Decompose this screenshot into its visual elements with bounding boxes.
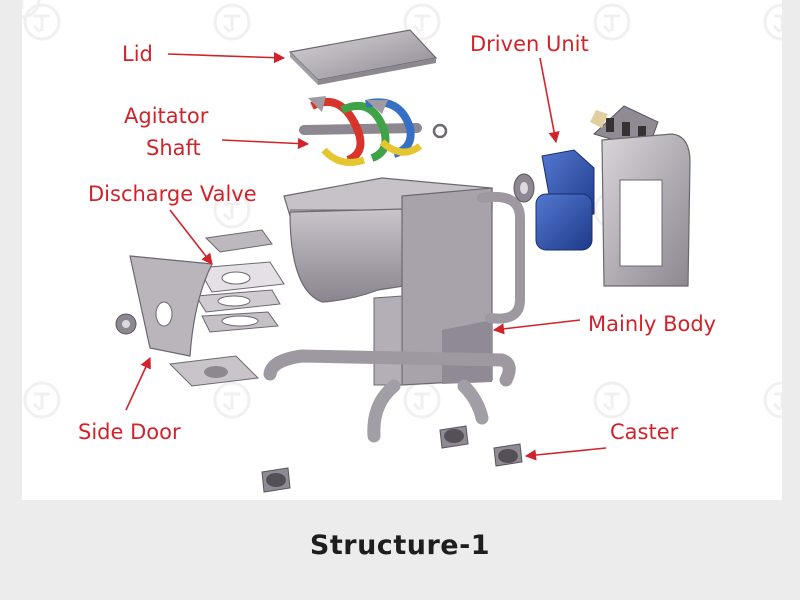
- caster-arrow: [524, 447, 607, 461]
- label-discharge-valve: Discharge Valve: [88, 182, 257, 206]
- caster-parts: [261, 425, 523, 493]
- agitator-shaft-part: [299, 96, 448, 166]
- label-mainly-body: Mainly Body: [588, 312, 717, 336]
- side-door-arrow: [125, 356, 151, 411]
- discharge-valve-part: [195, 229, 285, 333]
- label-lid: Lid: [122, 42, 153, 66]
- driven-unit-part: [513, 105, 691, 287]
- label-driven-unit: Driven Unit: [470, 32, 589, 56]
- caster-part: [439, 425, 469, 449]
- caster-part: [493, 443, 523, 467]
- label-agitator-line2: Shaft: [146, 136, 201, 160]
- main-body-part: [263, 177, 525, 443]
- diagram-panel: Lid Agitator Shaft Discharge Valve Drive…: [22, 0, 782, 500]
- exploded-view-drawing: [22, 0, 782, 493]
- lid-part: [288, 29, 438, 85]
- lid-arrow: [167, 52, 286, 64]
- mainly-body-arrow: [492, 319, 581, 335]
- driven-unit-arrow: [539, 57, 560, 144]
- label-agitator-line1: Agitator: [124, 104, 209, 128]
- label-caster: Caster: [610, 420, 679, 444]
- side-door-part: [115, 255, 260, 387]
- leader-arrows: [125, 52, 607, 461]
- discharge-valve-arrow: [169, 209, 213, 265]
- label-side-door: Side Door: [78, 420, 181, 444]
- agitator-arrow: [221, 137, 310, 150]
- figure-caption: Structure-1: [309, 530, 491, 561]
- caster-part: [261, 467, 291, 493]
